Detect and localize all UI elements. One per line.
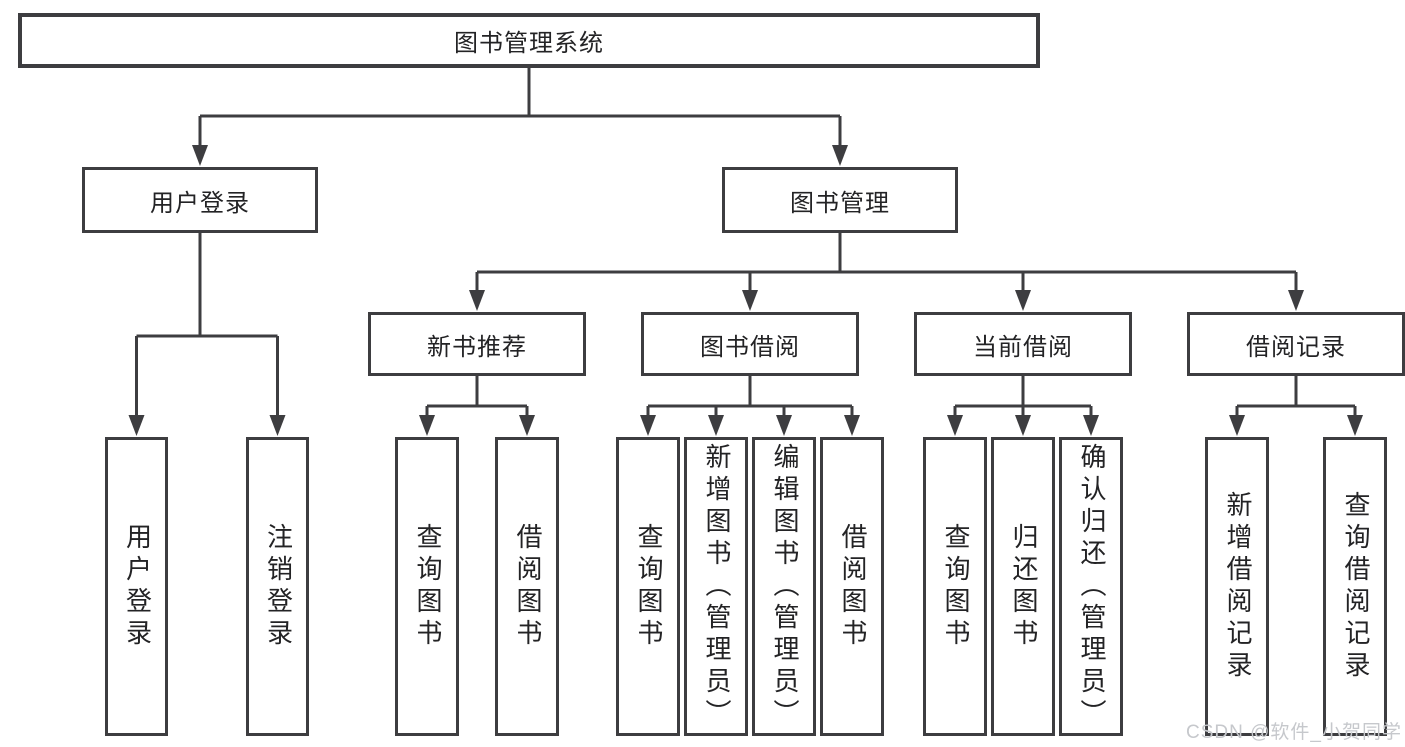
node-label: 查询图书 bbox=[941, 522, 970, 651]
leaf-query-books-borrow: 查询图书 bbox=[616, 437, 680, 736]
leaf-return-book: 归还图书 bbox=[991, 437, 1055, 736]
node-label: 编辑图书（管理员） bbox=[770, 442, 799, 731]
leaf-user-login: 用户登录 bbox=[105, 437, 168, 736]
arrowhead bbox=[742, 290, 758, 311]
node-label: 确认归还（管理员） bbox=[1077, 442, 1106, 731]
node-label: 图书管理 bbox=[790, 190, 890, 217]
connector-book-management-children bbox=[469, 233, 1304, 311]
node-new-book-recommend: 新书推荐 bbox=[368, 312, 586, 376]
node-user-login: 用户登录 bbox=[82, 167, 318, 233]
node-current-borrow: 当前借阅 bbox=[914, 312, 1132, 376]
arrowhead bbox=[708, 415, 724, 436]
arrowhead bbox=[844, 415, 860, 436]
node-label: 借阅图书 bbox=[838, 522, 867, 651]
arrowhead bbox=[1015, 290, 1031, 311]
node-label: 图书借阅 bbox=[700, 334, 800, 361]
node-label: 查询借阅记录 bbox=[1341, 490, 1370, 683]
arrowhead bbox=[1229, 415, 1245, 436]
arrowhead bbox=[1347, 415, 1363, 436]
node-label: 用户登录 bbox=[122, 522, 152, 651]
arrowhead bbox=[469, 290, 485, 311]
node-label: 图书管理系统 bbox=[454, 31, 604, 57]
arrowhead bbox=[269, 415, 286, 436]
arrowhead bbox=[947, 415, 963, 436]
node-label: 查询图书 bbox=[634, 522, 663, 651]
arrowhead bbox=[128, 415, 145, 436]
leaf-query-books-recommend: 查询图书 bbox=[395, 437, 459, 736]
leaf-confirm-return-admin: 确认归还（管理员） bbox=[1059, 437, 1123, 736]
connector-root-to-level2 bbox=[192, 68, 848, 166]
watermark: CSDN @软件_小贺同学 bbox=[1186, 722, 1402, 743]
connector-user-login-children bbox=[128, 233, 286, 436]
leaf-edit-book-admin: 编辑图书（管理员） bbox=[752, 437, 816, 736]
arrowhead bbox=[519, 415, 535, 436]
connector-current-borrow-children bbox=[947, 376, 1099, 436]
leaf-borrow-books-recommend: 借阅图书 bbox=[495, 437, 559, 736]
arrowhead bbox=[1015, 415, 1031, 436]
leaf-query-books-current: 查询图书 bbox=[923, 437, 987, 736]
connector-book-borrow-children bbox=[640, 376, 860, 436]
arrowhead bbox=[192, 145, 208, 166]
node-book-borrow: 图书借阅 bbox=[641, 312, 859, 376]
leaf-add-book-admin: 新增图书（管理员） bbox=[684, 437, 748, 736]
node-label: 新增图书（管理员） bbox=[702, 442, 731, 731]
leaf-logout-login: 注销登录 bbox=[246, 437, 309, 736]
node-borrow-records: 借阅记录 bbox=[1187, 312, 1405, 376]
node-label: 借阅记录 bbox=[1246, 334, 1346, 361]
arrowhead bbox=[776, 415, 792, 436]
node-label: 用户登录 bbox=[150, 190, 250, 217]
node-label: 查询图书 bbox=[413, 522, 442, 651]
arrowhead bbox=[419, 415, 435, 436]
node-label: 归还图书 bbox=[1009, 522, 1038, 651]
arrowhead bbox=[1288, 290, 1304, 311]
arrowhead bbox=[640, 415, 656, 436]
connector-borrow-records-children bbox=[1229, 376, 1363, 436]
arrowhead bbox=[832, 145, 848, 166]
connector-new-book-recommend-children bbox=[419, 376, 535, 436]
node-root: 图书管理系统 bbox=[18, 13, 1040, 68]
node-label: 当前借阅 bbox=[973, 334, 1073, 361]
node-book-management: 图书管理 bbox=[722, 167, 958, 233]
arrowhead bbox=[1083, 415, 1099, 436]
node-label: 借阅图书 bbox=[513, 522, 542, 651]
node-label: 新书推荐 bbox=[427, 334, 527, 361]
node-label: 注销登录 bbox=[263, 522, 293, 651]
leaf-query-borrow-record: 查询借阅记录 bbox=[1323, 437, 1387, 736]
node-label: 新增借阅记录 bbox=[1223, 490, 1252, 683]
leaf-add-borrow-record: 新增借阅记录 bbox=[1205, 437, 1269, 736]
leaf-borrow-books-borrow: 借阅图书 bbox=[820, 437, 884, 736]
